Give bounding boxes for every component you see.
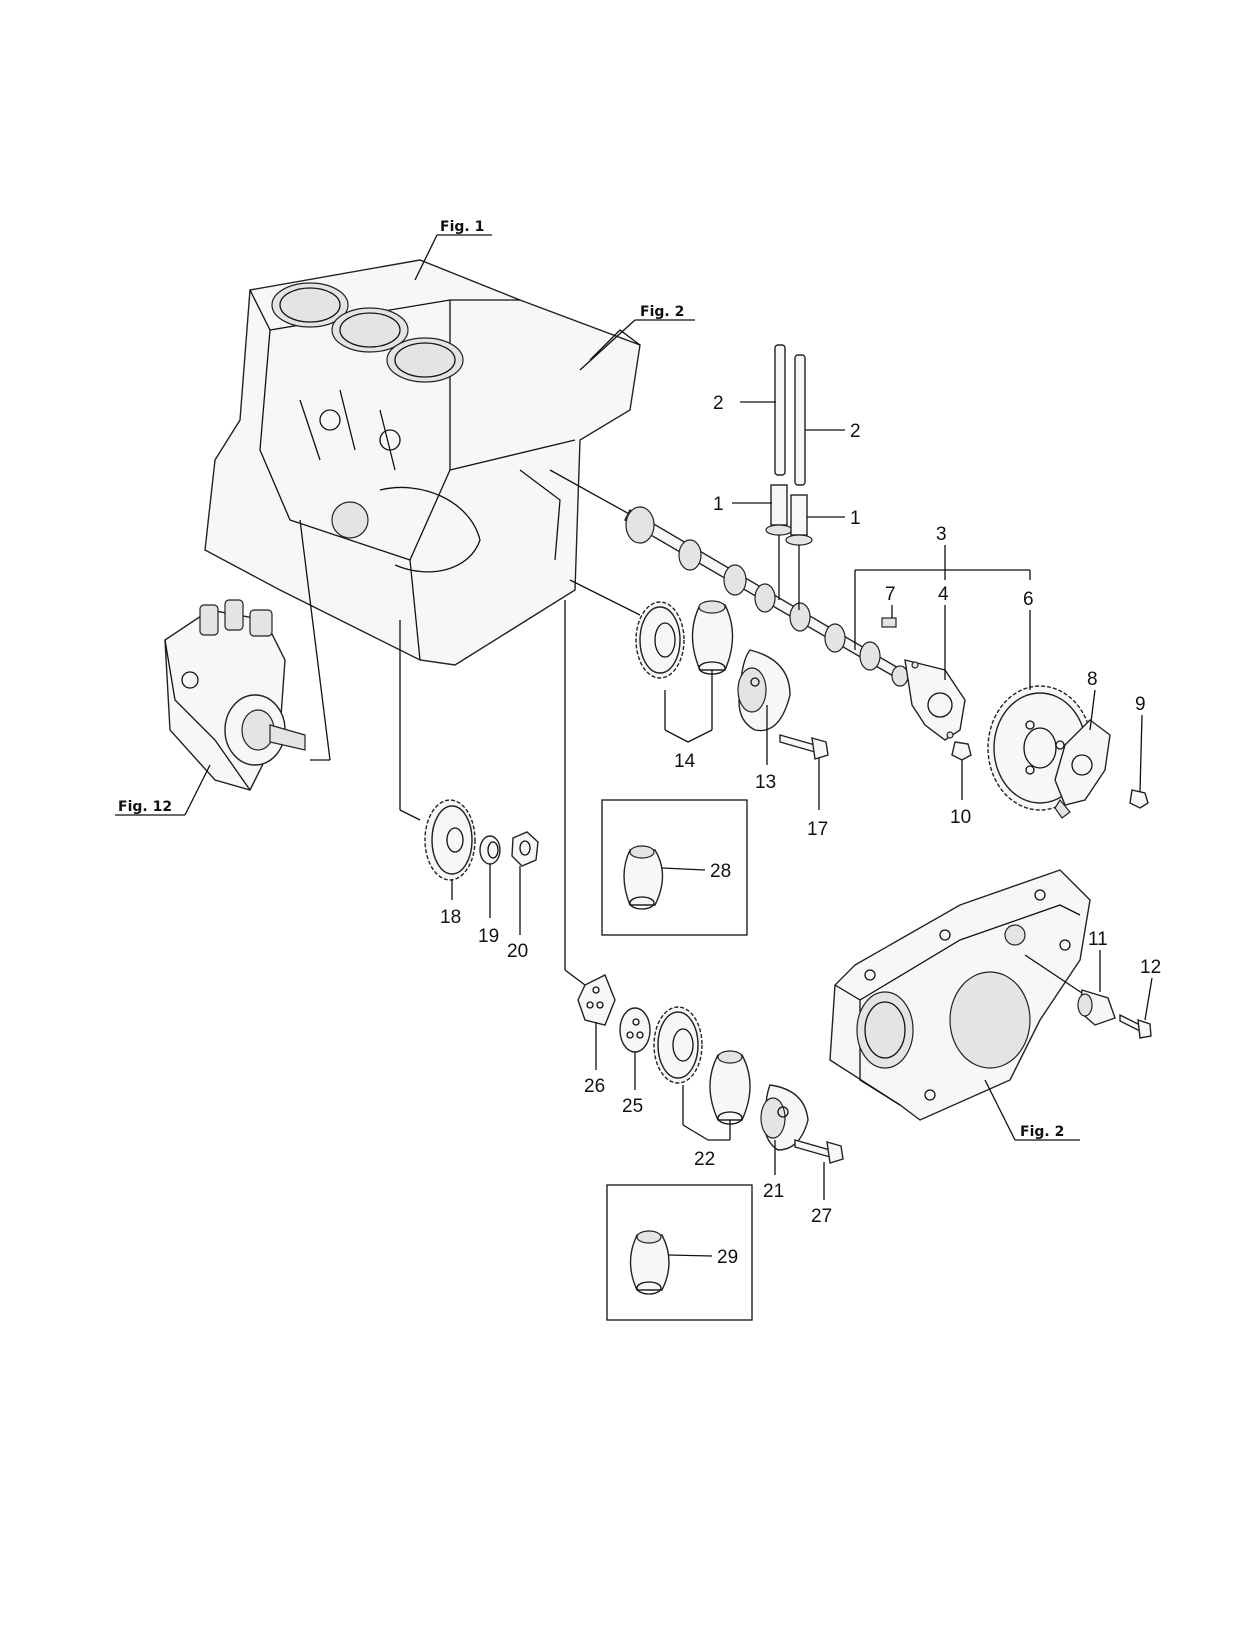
callout-6: 6	[1023, 589, 1034, 610]
callout-2b: 2	[850, 421, 861, 442]
plate-25	[619, 1007, 651, 1053]
idle-gear-lower	[653, 1006, 703, 1084]
callout-3: 3	[936, 524, 947, 545]
fig2-cover-reference[interactable]: Fig. 2	[984, 1079, 1080, 1141]
bolt-12	[1119, 1013, 1152, 1039]
assembly-leaders	[399, 469, 641, 986]
callout-17: 17	[807, 819, 828, 840]
tappets	[765, 484, 813, 610]
fig12-reference[interactable]: Fig. 12	[115, 519, 331, 816]
callout-4: 4	[938, 584, 949, 605]
idle-gear-shaft-13	[737, 649, 791, 732]
fig1-label: Fig. 1	[440, 219, 484, 235]
cylinder-block	[204, 259, 641, 666]
callout-26: 26	[584, 1076, 605, 1097]
fig1-reference[interactable]: Fig. 1	[414, 219, 492, 281]
callout-2a: 2	[713, 393, 724, 414]
callout-28: 28	[710, 861, 731, 882]
fig2-top-label: Fig. 2	[640, 304, 684, 320]
shaft-21	[760, 1084, 809, 1151]
bolt-10	[951, 741, 972, 761]
callout-8: 8	[1087, 669, 1098, 690]
callout-1a: 1	[713, 494, 724, 515]
bushing-22	[709, 1050, 751, 1125]
key	[881, 617, 897, 628]
callout-9: 9	[1135, 694, 1146, 715]
push-rods	[774, 344, 806, 486]
nut-20	[511, 831, 539, 867]
fig2-top-reference[interactable]: Fig. 2	[579, 304, 695, 371]
callout-20: 20	[507, 941, 528, 962]
callout-1b: 1	[850, 508, 861, 529]
callout-10: 10	[950, 807, 971, 828]
callout-leaders	[451, 401, 1153, 1200]
bolt-9	[1129, 789, 1149, 809]
pulsar-plate	[1054, 719, 1111, 819]
gear-case-cover	[829, 869, 1091, 1121]
callout-29: 29	[717, 1247, 738, 1268]
callout-19: 19	[478, 926, 499, 947]
callout-14: 14	[674, 751, 696, 772]
inset-box-28	[601, 799, 748, 936]
callout-27: 27	[811, 1206, 832, 1227]
bolt-17	[779, 734, 829, 760]
callout-13: 13	[755, 772, 776, 793]
washer-19	[479, 835, 501, 865]
callout-11: 11	[1088, 929, 1108, 950]
thrust-plate	[904, 659, 966, 741]
sensor-11	[1024, 954, 1116, 1026]
plate-26	[577, 974, 616, 1026]
fig2-cover-label: Fig. 2	[1020, 1124, 1064, 1140]
callout-21: 21	[763, 1181, 784, 1202]
callout-labels: 2 2 1 1 3 7 4 6 8 9 10 14 13 17 28 18 19…	[440, 393, 1161, 1268]
idle-gear-upper	[635, 601, 685, 679]
callout-7: 7	[885, 584, 896, 605]
callout-18: 18	[440, 907, 461, 928]
callout-22: 22	[694, 1149, 715, 1170]
fig12-label: Fig. 12	[118, 799, 172, 815]
bushing-14	[691, 600, 734, 675]
fuel-pump	[164, 599, 306, 791]
callout-12: 12	[1140, 957, 1161, 978]
camshaft	[624, 506, 909, 687]
gear-18	[424, 799, 476, 881]
inset-box-29	[606, 1184, 753, 1321]
callout-25: 25	[622, 1096, 643, 1117]
bolt-27	[794, 1139, 844, 1164]
